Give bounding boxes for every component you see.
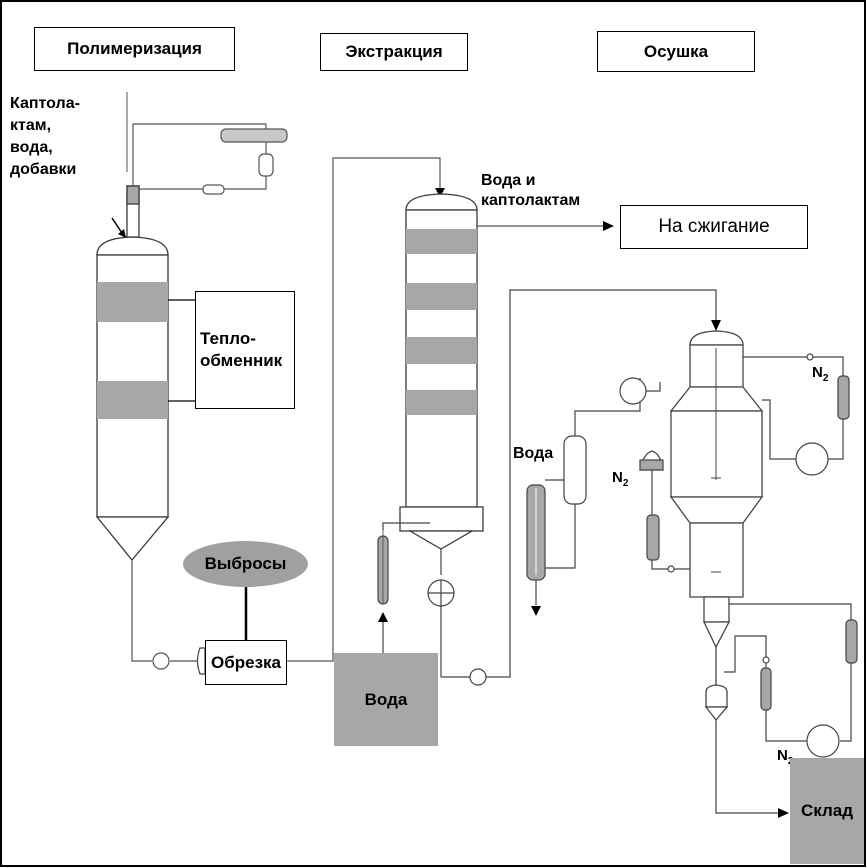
heat-exchanger-line-1: Тепло- — [200, 329, 256, 348]
heat-exchanger-line-2: обменник — [200, 351, 283, 370]
dryer-vessel — [669, 330, 764, 722]
warehouse-label: Склад — [800, 801, 854, 820]
cutter-cap — [196, 647, 206, 675]
wash-drain-arrowhead — [531, 606, 541, 616]
to-incineration-arrowhead — [603, 221, 614, 231]
extractor-inlet-arrowhead — [435, 188, 445, 197]
header-polymerization: Полимеризация — [34, 27, 235, 71]
header-polymerization-label: Полимеризация — [67, 39, 202, 58]
feed-arrowhead — [118, 229, 126, 238]
cooler-loop — [715, 603, 858, 814]
water-right-label: Вода — [513, 444, 553, 464]
header-extraction: Экстракция — [320, 33, 468, 71]
cutter-to-extractor-line — [286, 157, 441, 662]
emissions-ellipse: Выбросы — [183, 541, 308, 587]
feed-label-line-1: Каптола- — [10, 95, 80, 112]
water-source-label: Вода — [364, 689, 408, 709]
extraction-column — [399, 193, 484, 550]
header-drying: Осушка — [597, 31, 755, 72]
n2-mid-label: N2 — [612, 468, 628, 494]
cutter: Обрезка — [205, 640, 287, 685]
feed-piping — [132, 123, 288, 195]
heat-exchanger-connections — [168, 299, 195, 402]
water-caprolactam-line-2: каптолактам — [481, 192, 581, 209]
n2-mid-sub: 2 — [622, 478, 629, 489]
heat-exchanger: Тепло- обменник — [195, 291, 295, 409]
n2-top-text: N — [812, 364, 823, 381]
incineration-label: На сжигание — [658, 216, 770, 237]
feed-arrow — [111, 217, 123, 234]
incineration-box: На сжигание — [620, 205, 808, 249]
water-right-text: Вода — [513, 445, 554, 462]
cutter-label: Обрезка — [211, 652, 281, 672]
polymerization-reactor — [95, 185, 170, 562]
header-extraction-label: Экстракция — [345, 42, 443, 61]
wash-unit — [526, 377, 715, 605]
rotary-valve — [427, 289, 717, 686]
warehouse-box: Склад — [790, 758, 864, 864]
feed-label-line-2: ктам, — [10, 117, 52, 134]
dryer-inlet-arrowhead — [711, 320, 721, 331]
feed-label-line-4: добавки — [10, 161, 77, 178]
warehouse-arrowhead — [778, 808, 789, 818]
header-drying-label: Осушка — [643, 41, 709, 61]
water-caprolactam-label: Вода и каптолактам — [481, 171, 580, 211]
feed-label-line-3: вода, — [10, 139, 53, 156]
water-up-arrowhead — [378, 612, 388, 622]
n2-mid-text: N — [612, 469, 623, 486]
reactor-outlet-line — [131, 560, 200, 670]
water-caprolactam-line-1: Вода и — [481, 172, 536, 189]
n2-top-sub: 2 — [822, 373, 829, 384]
n2-bottom-text: N — [777, 747, 788, 764]
dryer-gas-loop — [743, 353, 850, 476]
feed-label: Каптола- ктам, вода, добавки — [10, 93, 80, 181]
water-source-box: Вода — [334, 653, 438, 746]
n2-top-label: N2 — [812, 363, 828, 389]
emissions-label: Выбросы — [204, 554, 287, 573]
